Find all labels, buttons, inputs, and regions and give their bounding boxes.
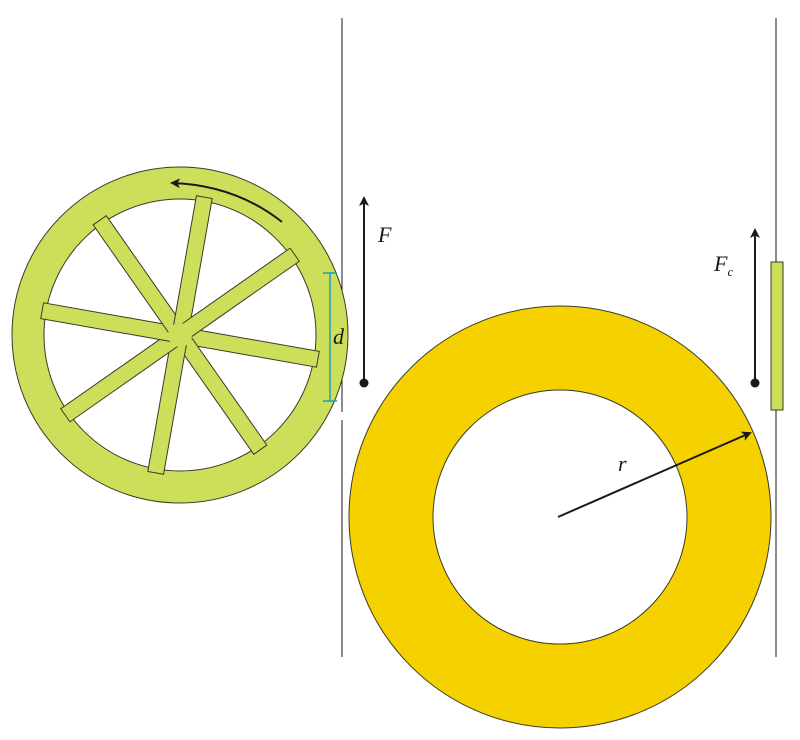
annulus-ring: r	[348, 305, 772, 729]
wheel-spokes	[40, 195, 320, 475]
force-label: F	[377, 222, 392, 247]
diameter-marker: d	[323, 272, 345, 402]
force-arrow: F	[359, 196, 392, 388]
contact-force-label: Fc	[713, 251, 733, 279]
radius-label: r	[618, 451, 627, 476]
spoked-wheel	[11, 166, 349, 504]
rotation-arrow-icon	[170, 178, 283, 223]
wheel-hub	[171, 326, 189, 344]
diameter-label: d	[333, 324, 345, 349]
contact-force-arrow: Fc	[713, 228, 760, 388]
radius-arrow	[557, 431, 752, 518]
wheel-rim	[11, 166, 349, 504]
contact-plate	[770, 261, 784, 411]
ring-body	[348, 305, 772, 729]
